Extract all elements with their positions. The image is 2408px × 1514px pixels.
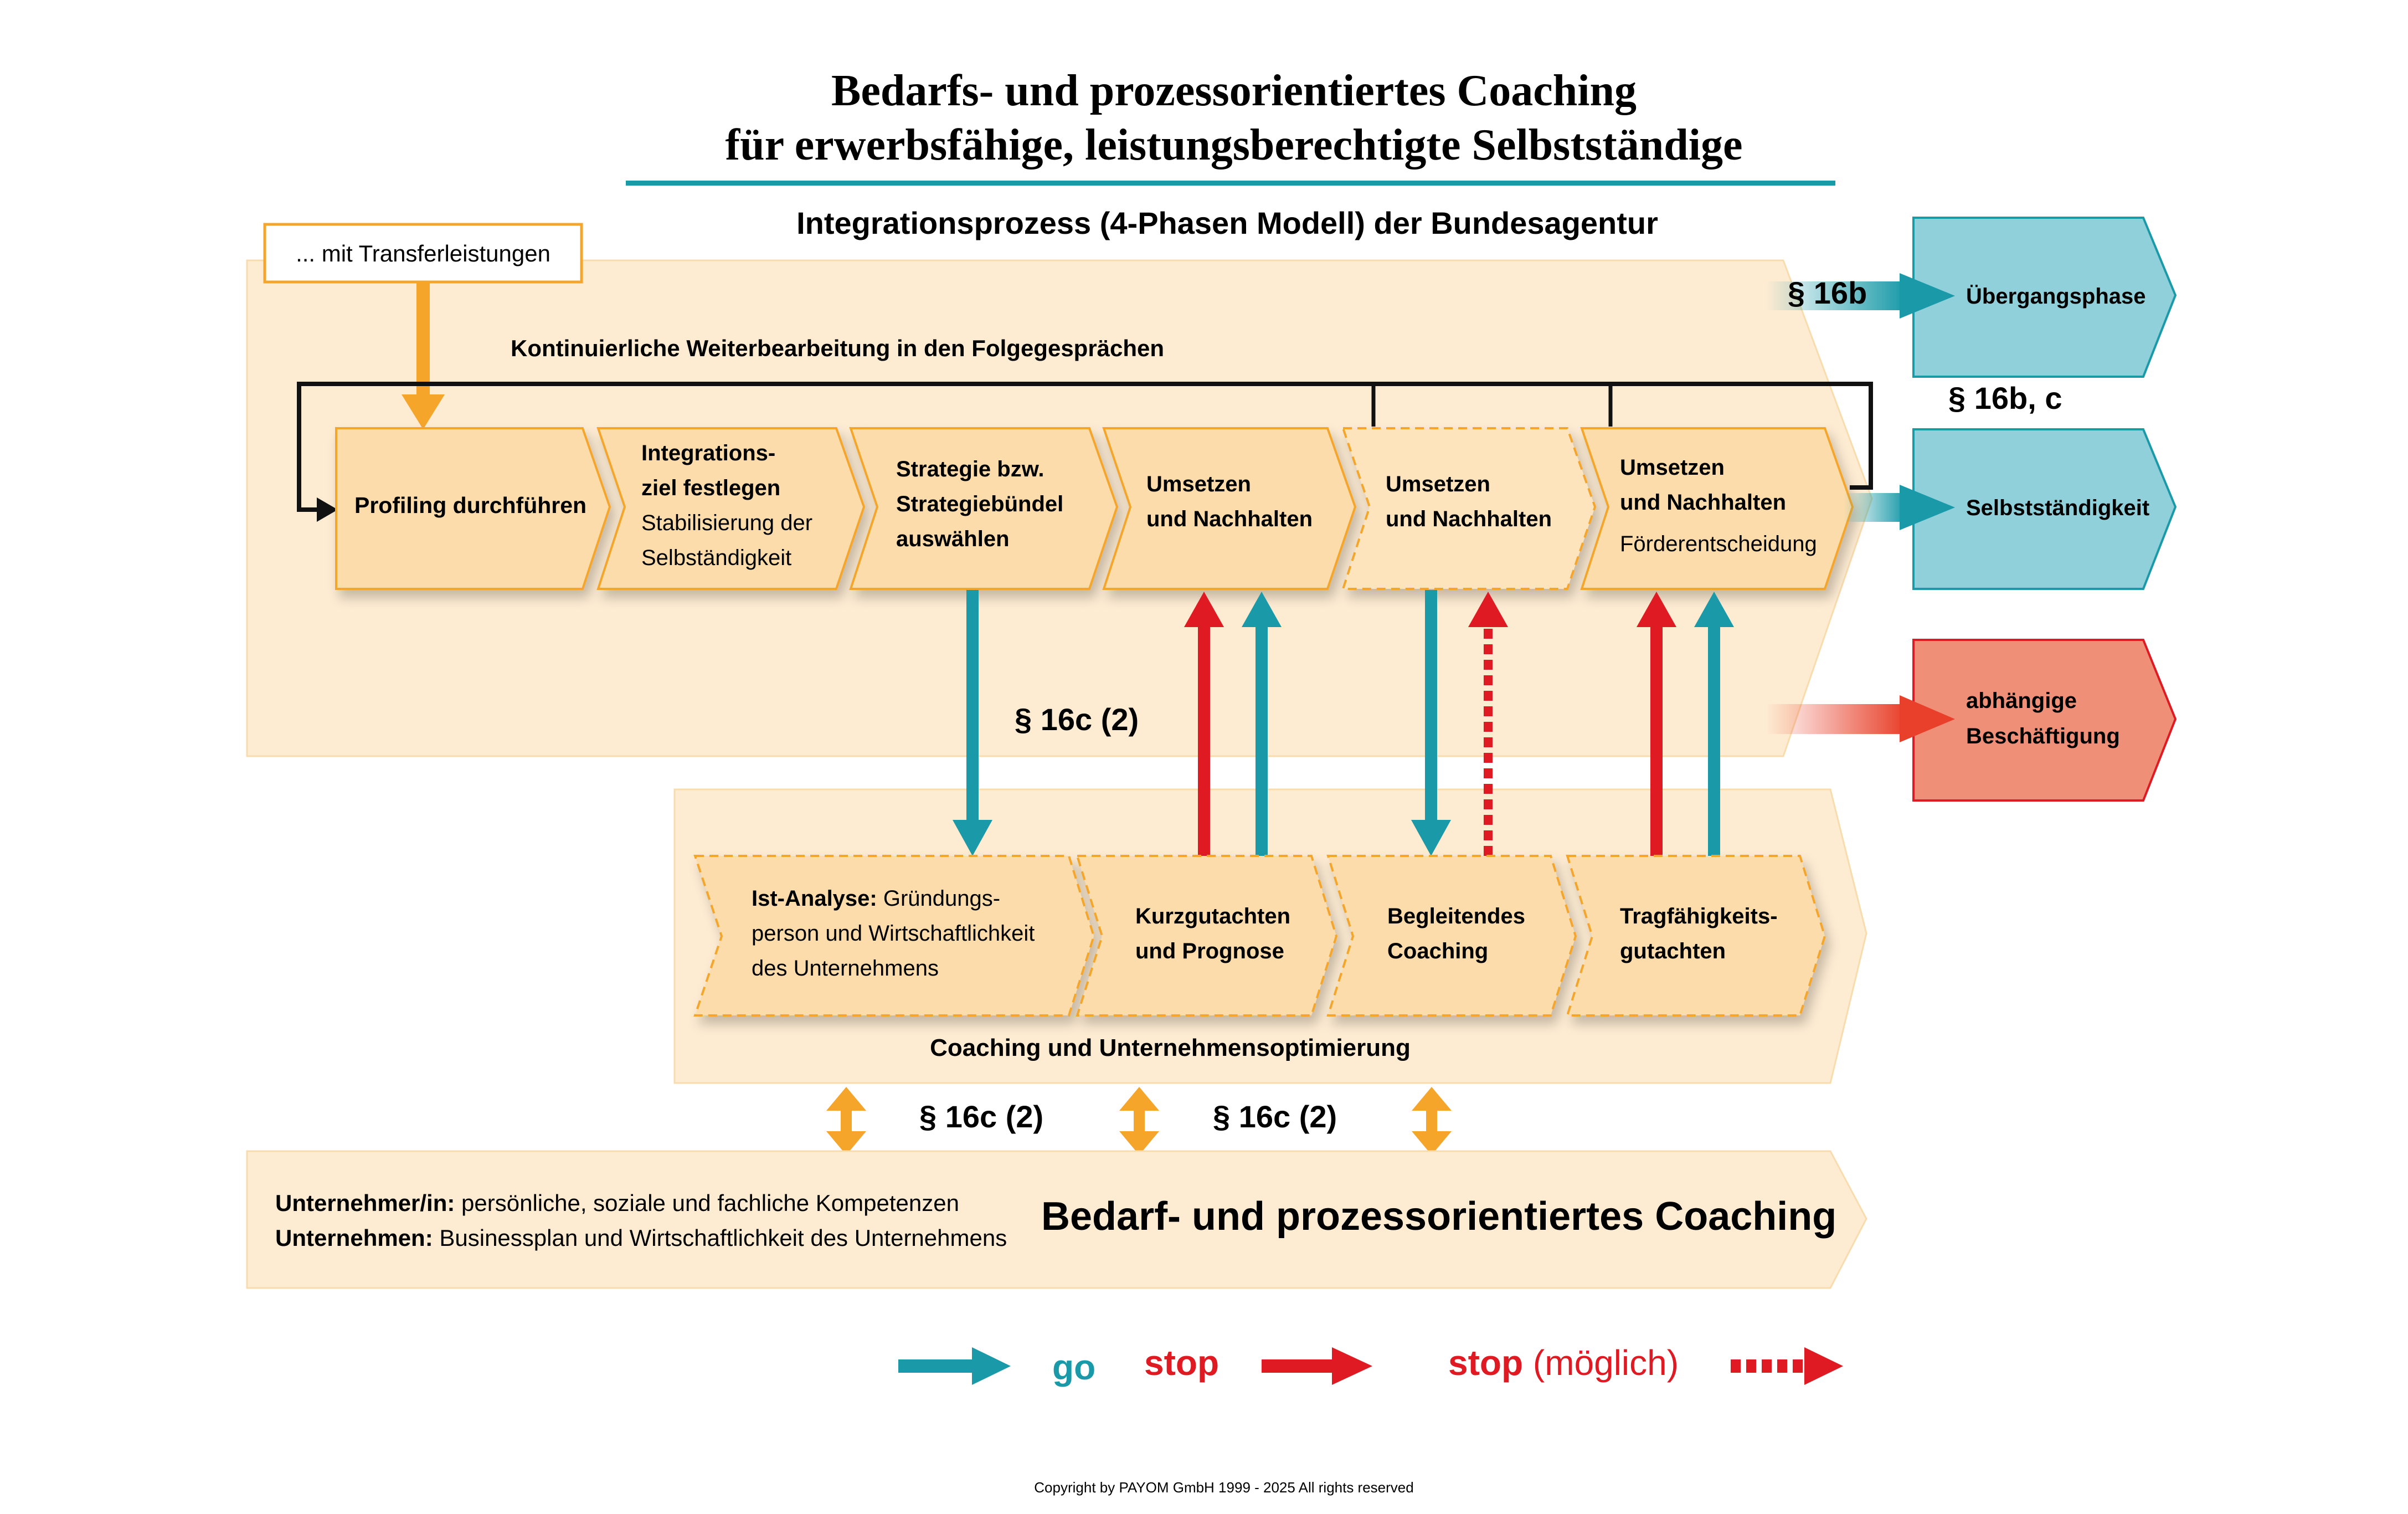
subtitle: Integrationsprozess (4-Phasen Modell) de… <box>796 206 1658 240</box>
loop-label: Kontinuierliche Weiterbearbeitung in den… <box>511 335 1164 361</box>
arrow-go-down-2-shaft <box>1425 590 1437 823</box>
phase-5-line-1: Umsetzen <box>1386 472 1490 496</box>
outcome-2-label: Selbstständigkeit <box>1966 496 2149 520</box>
phase-strategie <box>849 427 1119 590</box>
coaching-3-line-2: Coaching <box>1387 939 1488 963</box>
legend-go-label: go <box>1052 1347 1095 1387</box>
phase-4-line-1: Umsetzen <box>1146 472 1251 496</box>
coaching-1-line-1: Ist-Analyse: Gründungs- <box>752 886 1000 911</box>
arrow-dependent-shaft <box>1767 704 1905 734</box>
phase-3-line-3: auswählen <box>896 527 1010 551</box>
arrow-stop-up-2-shaft <box>1650 623 1663 856</box>
paragraph-16c2-middle: § 16c (2) <box>1015 702 1139 737</box>
copyright: Copyright by PAYOM GmbH 1999 - 2025 All … <box>1034 1479 1413 1496</box>
loop-arrow-head <box>317 497 338 522</box>
phase-2-line-4: Selbständigkeit <box>641 546 791 570</box>
phase-6-line-3: Förderentscheidung <box>1620 532 1817 556</box>
arrow-go-up-1-head <box>1242 592 1282 627</box>
outcome-abhaengige-beschaeftigung <box>1912 639 2177 802</box>
arrow-go-up-2-head <box>1694 592 1734 627</box>
bottom-band <box>246 1150 1867 1289</box>
phase-2-line-2: ziel festlegen <box>641 476 780 500</box>
phase-5-line-2: und Nachhalten <box>1386 507 1552 531</box>
outcome-uebergangsphase <box>1912 217 2177 378</box>
double-arrow-3 <box>1412 1087 1452 1155</box>
arrow-go-up-1-shaft <box>1256 623 1268 856</box>
double-arrow-2 <box>1119 1087 1159 1155</box>
coaching-3-line-1: Begleitendes <box>1387 904 1525 928</box>
phase-6-line-2: und Nachhalten <box>1620 490 1786 515</box>
legend-stop-label: stop <box>1144 1343 1219 1383</box>
phase-umsetzen-2 <box>1341 427 1597 590</box>
paragraph-16c2-left: § 16c (2) <box>919 1099 1043 1134</box>
outcome-1-label: Übergangsphase <box>1966 284 2146 309</box>
arrow-go-down-2-head <box>1411 820 1451 856</box>
phase-umsetzen-1 <box>1102 427 1357 590</box>
phase-profiling <box>335 427 611 590</box>
coaching-begleitendes <box>1326 855 1577 1017</box>
arrow-stop-possible-up-head <box>1468 592 1508 627</box>
arrow-16bc-head <box>1900 485 1955 530</box>
phase-6-line-1: Umsetzen <box>1620 455 1725 480</box>
coaching-kurzgutachten <box>1076 855 1338 1017</box>
coaching-2-line-1: Kurzgutachten <box>1135 904 1290 928</box>
arrow-go-down-1-shaft <box>966 590 979 823</box>
title-underline <box>626 181 1835 186</box>
phase-integrationsziel <box>596 427 866 590</box>
coaching-band-label: Coaching und Unternehmensoptimierung <box>930 1034 1411 1061</box>
legend-go-arrow-head <box>972 1347 1011 1385</box>
loop-line <box>297 382 1873 512</box>
legend-stop-possible-label: stop (möglich) <box>1448 1343 1679 1383</box>
legend-stop-arrow-shaft <box>1262 1359 1334 1373</box>
outcome-3-label-1: abhängige <box>1966 689 2077 713</box>
arrow-16bc-shaft <box>1844 493 1905 522</box>
phase-3-line-2: Strategiebündel <box>896 492 1063 516</box>
phase-2-line-3: Stabilisierung der <box>641 511 812 535</box>
arrow-16b-head <box>1900 273 1955 319</box>
paragraph-16bc: § 16b, c <box>1948 381 2062 415</box>
arrow-stop-up-1-head <box>1184 592 1224 627</box>
coaching-tragfaehigkeit <box>1566 855 1826 1017</box>
bottom-headline: Bedarf- und prozessorientiertes Coaching <box>1041 1194 1836 1239</box>
bottom-line-2: Unternehmen: Businessplan und Wirtschaft… <box>275 1225 1007 1251</box>
outcome-selbststaendigkeit <box>1912 428 2177 590</box>
paragraph-16c2-right: § 16c (2) <box>1213 1099 1337 1134</box>
phase-1-text: Profiling durchführen <box>354 492 586 518</box>
coaching-1-line-2: person und Wirtschaftlichkeit <box>752 921 1035 946</box>
coaching-1-line-3: des Unternehmens <box>752 956 939 981</box>
coaching-2-line-2: und Prognose <box>1135 939 1284 963</box>
coaching-4-line-2: gutachten <box>1620 939 1726 963</box>
outcome-3-label-2: Beschäftigung <box>1966 724 2120 748</box>
coaching-4-line-1: Tragfähigkeits- <box>1620 904 1778 928</box>
phase-umsetzen-3 <box>1580 427 1854 590</box>
double-arrow-1 <box>826 1087 866 1155</box>
title-line-2: für erwerbsfähige, leistungsberechtigte … <box>726 121 1743 170</box>
transfer-arrow-head <box>402 394 445 429</box>
legend-go-arrow-shaft <box>898 1359 976 1373</box>
transfer-box-label: ... mit Transferleistungen <box>296 240 550 266</box>
phase-3-line-1: Strategie bzw. <box>896 457 1044 481</box>
arrow-go-up-2-shaft <box>1708 623 1720 856</box>
arrow-dependent-head <box>1900 695 1955 742</box>
title-line-1: Bedarfs- und prozessorientiertes Coachin… <box>831 66 1637 115</box>
transfer-arrow-shaft <box>416 282 430 398</box>
legend-stop-arrow-head <box>1332 1347 1372 1385</box>
phase-4-line-2: und Nachhalten <box>1146 507 1313 531</box>
arrow-stop-up-1-shaft <box>1198 623 1210 856</box>
transfer-box <box>263 223 583 284</box>
bottom-line-1: Unternehmer/in: persönliche, soziale und… <box>275 1190 959 1216</box>
paragraph-16b: § 16b <box>1788 275 1867 310</box>
legend-stop-possible-arrow-head <box>1804 1347 1843 1385</box>
arrow-stop-up-2-head <box>1637 592 1676 627</box>
arrow-16b-shaft <box>1767 281 1905 310</box>
coaching-ist-analyse <box>693 855 1095 1017</box>
arrow-go-down-1-head <box>953 820 992 856</box>
phase-2-line-1: Integrations- <box>641 441 775 465</box>
